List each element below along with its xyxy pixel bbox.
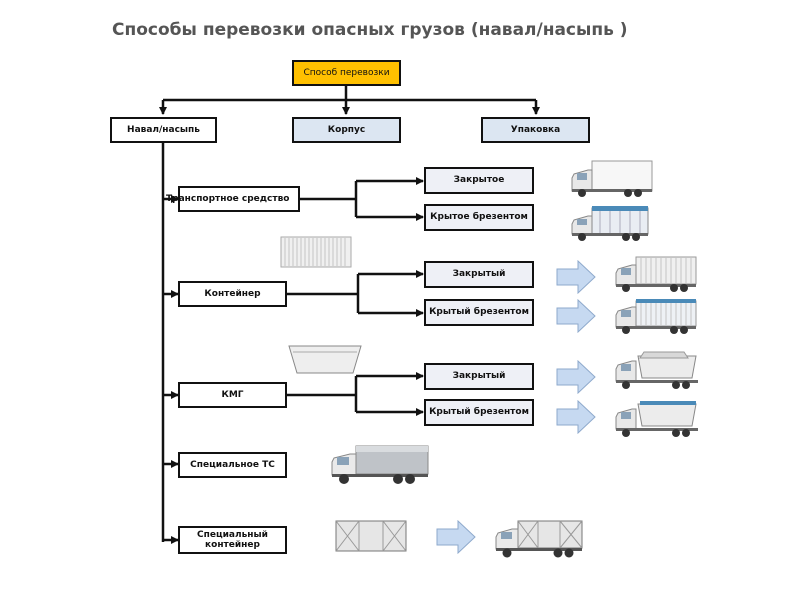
node-body: Корпус bbox=[292, 117, 401, 143]
leaf-vehicle-closed: Закрытое bbox=[424, 167, 534, 194]
truck-container-icon bbox=[615, 256, 697, 292]
truck-tarp-blue-icon bbox=[571, 206, 649, 241]
truck-white-van-icon bbox=[571, 160, 653, 197]
arrow-right-icon bbox=[556, 299, 596, 333]
arrow-right-icon bbox=[556, 260, 596, 294]
node-special-container: Специальный контейнер bbox=[178, 526, 287, 554]
leaf-kmg-tarp: Крытый брезентом bbox=[424, 399, 534, 426]
root-node: Способ перевозки bbox=[292, 60, 401, 86]
leaf-container-closed: Закрытый bbox=[424, 261, 534, 288]
truck-container-tarp-icon bbox=[615, 299, 697, 334]
node-vehicle-label: Транспортное средство bbox=[166, 193, 290, 204]
leaf-kmg-closed: Закрытый bbox=[424, 363, 534, 390]
special-container-icon bbox=[335, 520, 407, 552]
page-title: Способы перевозки опасных грузов (навал/… bbox=[112, 20, 628, 40]
truck-kmg-tarp-icon bbox=[615, 401, 698, 437]
truck-kmg-icon bbox=[615, 351, 698, 389]
node-kmg: КМГ bbox=[178, 382, 287, 408]
arrow-right-icon bbox=[436, 520, 476, 554]
node-bulk: Навал/насыпь bbox=[110, 117, 217, 143]
node-container: Контейнер bbox=[178, 281, 287, 307]
truck-special-icon bbox=[331, 445, 429, 484]
kmg-bin-icon bbox=[288, 345, 362, 374]
node-special-vehicle: Специальное ТС bbox=[178, 452, 287, 478]
leaf-container-tarp: Крытый брезентом bbox=[424, 299, 534, 326]
arrow-right-icon bbox=[556, 400, 596, 434]
leaf-vehicle-tarp: Крытое брезентом bbox=[424, 204, 534, 231]
node-package: Упаковка bbox=[481, 117, 590, 143]
container-icon bbox=[280, 236, 352, 268]
arrow-right-icon bbox=[556, 360, 596, 394]
truck-special-container-icon bbox=[495, 520, 583, 558]
node-vehicle: Транспортное средство bbox=[166, 186, 300, 212]
